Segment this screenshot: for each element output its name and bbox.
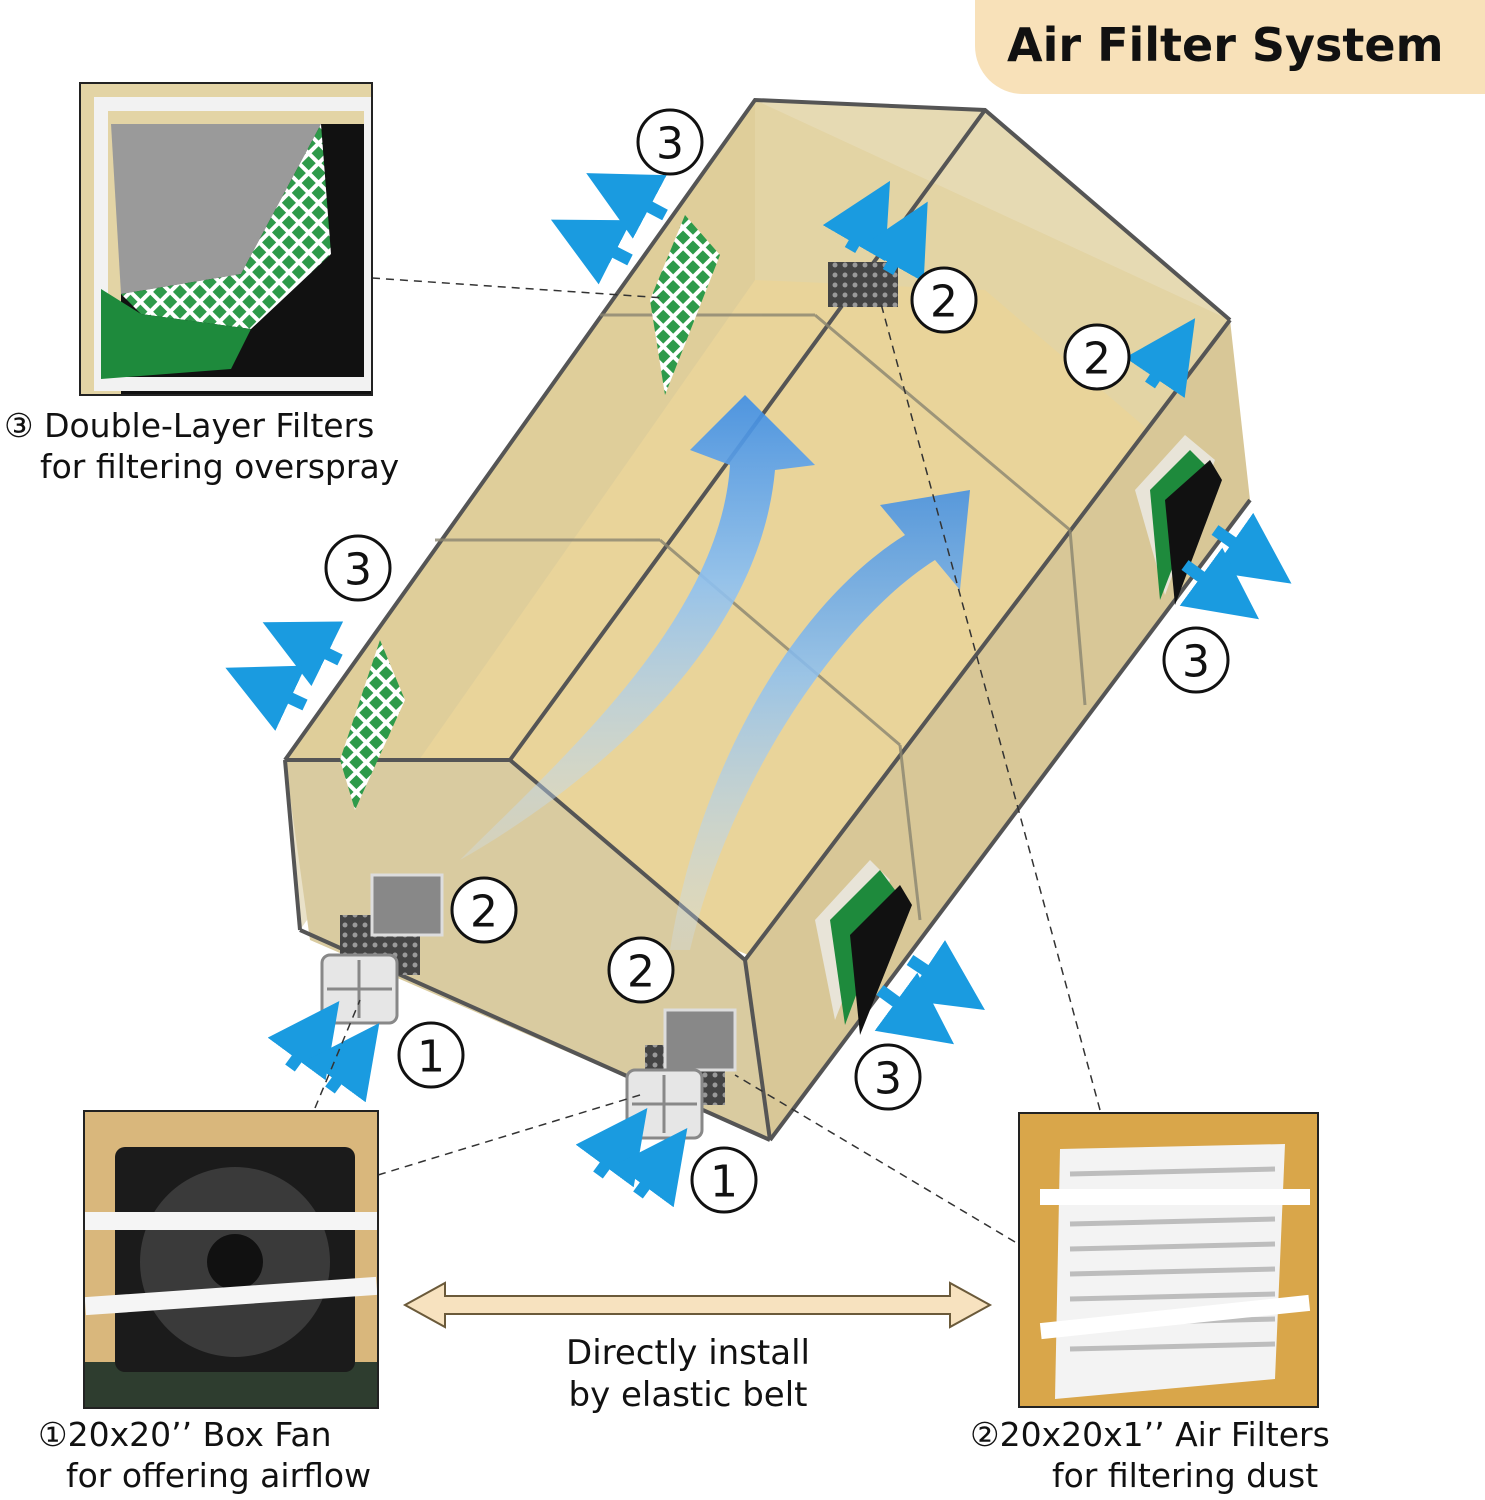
tent-left-wall bbox=[285, 100, 755, 930]
title-banner: Air Filter System bbox=[975, 0, 1485, 94]
air-filter-panel-2 bbox=[663, 1008, 737, 1072]
marker-3-right: 3 bbox=[1182, 637, 1210, 688]
side-filter-right-bottom bbox=[815, 860, 912, 1035]
double-layer-filter-photo bbox=[79, 82, 373, 396]
marker-3-bottom: 3 bbox=[874, 1054, 902, 1105]
airflow-arrow-right bbox=[670, 490, 970, 950]
marker-1-left: 1 bbox=[417, 1032, 445, 1083]
install-double-arrow bbox=[402, 1281, 993, 1329]
marker-2-back: 2 bbox=[930, 277, 958, 328]
air-filter-photo bbox=[1018, 1112, 1319, 1408]
mesh-filter-left bbox=[340, 640, 405, 810]
marker-2-right: 2 bbox=[1083, 334, 1111, 385]
air-filters-caption-line2: for filtering dust bbox=[1052, 1456, 1319, 1495]
marker-circles bbox=[324, 108, 1230, 1214]
install-caption-line2: by elastic belt bbox=[568, 1375, 808, 1415]
box-fan-caption-line2: for offering airflow bbox=[66, 1456, 372, 1495]
side-filter-right-top bbox=[1135, 435, 1222, 605]
install-caption: Directly install by elastic belt bbox=[508, 1332, 868, 1416]
air-filters-caption-line1: ②20x20x1’’ Air Filters bbox=[970, 1415, 1330, 1454]
double-layer-caption-line2: for filtering overspray bbox=[40, 447, 400, 486]
page-title: Air Filter System bbox=[1007, 18, 1444, 72]
mesh-filter-back bbox=[650, 215, 720, 395]
blue-arrows bbox=[225, 173, 1292, 1208]
airflow-arrow-left bbox=[460, 395, 815, 860]
box-fan-caption-line1: ①20x20’’ Box Fan bbox=[38, 1415, 332, 1454]
marker-2-front-left: 2 bbox=[470, 887, 498, 938]
double-layer-caption-line1: ③ Double-Layer Filters bbox=[4, 406, 375, 445]
box-fan-photo bbox=[83, 1110, 379, 1409]
marker-1-right: 1 bbox=[710, 1157, 738, 1208]
box-fan-2 bbox=[625, 1068, 704, 1140]
marker-3-top: 3 bbox=[656, 119, 684, 170]
marker-2-front-right: 2 bbox=[627, 947, 655, 998]
leader-lines bbox=[314, 277, 1101, 1243]
install-caption-line1: Directly install bbox=[566, 1333, 810, 1373]
box-fan-1 bbox=[320, 953, 399, 1025]
air-filter-panel-1 bbox=[370, 873, 444, 937]
marker-3-left: 3 bbox=[344, 545, 372, 596]
